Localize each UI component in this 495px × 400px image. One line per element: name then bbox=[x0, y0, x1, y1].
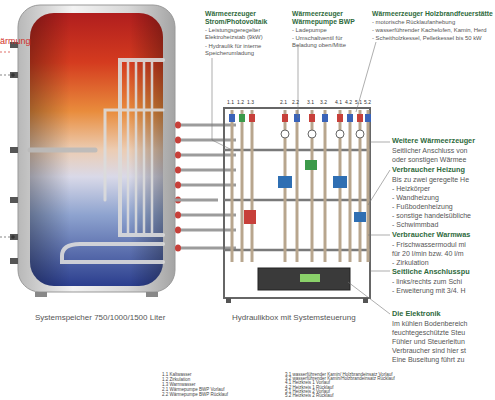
callout-text: - Frischwassermodul mi bbox=[392, 241, 466, 249]
pipe-connector bbox=[175, 199, 218, 202]
callout-text: - Leistungsgeregelter Elektroheizstab (9… bbox=[205, 27, 275, 41]
callout-text: - sonstige handelsübliche bbox=[392, 212, 471, 220]
callout-text: feuchtegeschützte Steu bbox=[392, 329, 465, 337]
callout-number: 4.2 bbox=[345, 100, 352, 106]
connection-pipes bbox=[175, 125, 236, 248]
callout-text: Im kühlen Bodenbereich bbox=[392, 320, 468, 328]
pipe-legend-text: 1.2 Zirkulation bbox=[162, 378, 190, 383]
callout-number: 4.1 bbox=[335, 100, 342, 106]
callout-heading: Verbraucher Heizung bbox=[392, 166, 465, 174]
callout-text: - Umschaltventil für Beladung oben/Mitte bbox=[292, 35, 364, 49]
pipe-legend-text: 2.2 Wärmepumpe BWP Rücklauf bbox=[162, 393, 228, 398]
pumps bbox=[244, 160, 366, 224]
callout-number: 1.2 bbox=[237, 100, 244, 106]
callout-number: 5.2 bbox=[364, 100, 371, 106]
hydraulic-box-node: Hydraulikbox mit Systemsteuerung bbox=[218, 95, 378, 327]
pipe-caps bbox=[175, 122, 181, 252]
callout-text: - Schwimmbad bbox=[392, 221, 438, 229]
tank-coils bbox=[30, 60, 163, 262]
heading-fragment: ärmung bbox=[0, 36, 31, 46]
callout-number: 3.2 bbox=[320, 100, 327, 106]
callout-text: Eine Buseitung führt zu bbox=[392, 356, 464, 364]
caption-text: Hydraulikbox mit Systemsteuerung bbox=[232, 314, 356, 323]
callout-text: Verbraucher sind hier st bbox=[392, 347, 466, 355]
callout-heading: Wärmeerzeuger Holzbrandfeuerstätte bbox=[372, 10, 493, 18]
callout-text: - motorische Rücklaufanhebung bbox=[372, 19, 455, 26]
callout-text: - links/rechts zum Schi bbox=[392, 278, 462, 286]
tank-stubs bbox=[10, 42, 18, 264]
pipe-legend-text: 1.1 Kaltwasser bbox=[162, 373, 192, 378]
control-unit bbox=[258, 268, 350, 290]
callout-number: 1.3 bbox=[247, 100, 254, 106]
callout-text: - wasserführender Kachelofen, Kamin, Her… bbox=[372, 27, 487, 34]
valve-handles bbox=[229, 114, 371, 138]
callout-heading: Die Elektronik bbox=[392, 310, 441, 318]
callout-number: 2.2 bbox=[292, 100, 299, 106]
callout-heading: Weitere Wärmeerzeuger bbox=[392, 137, 475, 145]
leader-lines bbox=[212, 42, 390, 314]
callout-number: 2.1 bbox=[280, 100, 287, 106]
callout-heading: Seitliche Anschlusspu bbox=[392, 268, 470, 276]
callout-text: - Zirkulation bbox=[392, 259, 429, 267]
guide-lines bbox=[0, 52, 12, 237]
storage-tank bbox=[18, 5, 175, 297]
callout-text: Seitlicher Anschluss von bbox=[392, 147, 467, 155]
guide-dots bbox=[11, 73, 15, 239]
callout-text: - Heizkörper bbox=[392, 185, 430, 193]
callout-text: - Hydraulik für interne Speicherumladung bbox=[205, 43, 275, 57]
callout-text: für 20 l/min bzw. 40 l/m bbox=[392, 250, 464, 258]
tank-node: Systemspeicher 750/1000/1500 Liter bbox=[18, 5, 175, 327]
hydraulic-frame bbox=[224, 108, 370, 303]
callout-text: - Scheitholzkessel, Pelletkessel bis 50 … bbox=[372, 35, 482, 42]
callout-text: - Ladepumpe bbox=[292, 27, 327, 34]
callout-number: 1.1 bbox=[227, 100, 234, 106]
callout-text: - Erweiterung mit 3/4. H bbox=[392, 287, 466, 295]
caption-text: Systemspeicher 750/1000/1500 Liter bbox=[35, 314, 165, 323]
callout-number: 3.1 bbox=[307, 100, 314, 106]
callout-text: - Wandheizung bbox=[392, 194, 439, 202]
callout-heading: Wärmeerzeuger Wärmepumpe BWP bbox=[292, 10, 370, 26]
callout-text: Fühler und Steuerleitun bbox=[392, 338, 465, 346]
pipe-legend-text: 5.2 Heizkreis 2 Rücklauf bbox=[285, 394, 334, 399]
callout-text: - Fußbodenheizung bbox=[392, 203, 453, 211]
hydraulic-pipes bbox=[232, 110, 368, 262]
callout-text: oder sonstigen Wärmee bbox=[392, 156, 466, 164]
callout-heading: Verbraucher Warmwas bbox=[392, 231, 470, 239]
callout-number: 5.1 bbox=[355, 100, 362, 106]
callout-heading: Wärmeerzeuger Strom/Photovoltaik bbox=[205, 10, 287, 26]
pipe-legend-text: 2.1 Wärmepumpe BWP Vorlauf bbox=[162, 388, 224, 393]
callout-text: Bis zu zwei geregelte He bbox=[392, 176, 469, 184]
pipe-legend-text: 1.3 Warmwasser bbox=[162, 383, 196, 388]
